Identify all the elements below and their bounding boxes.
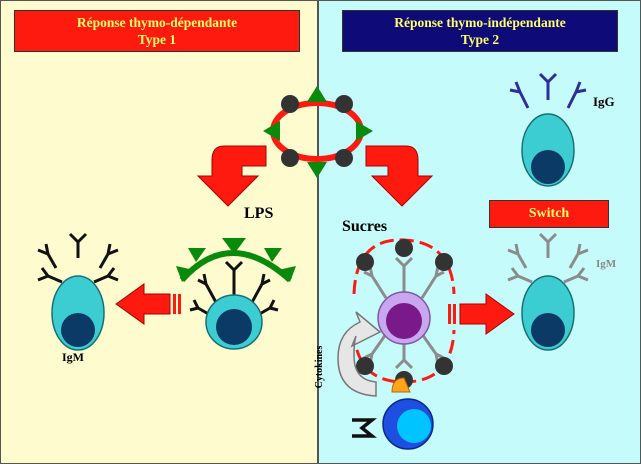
- epitope-ball: [281, 149, 299, 167]
- right-panel-title: Réponse thymo-indépendante Type 2: [342, 10, 618, 52]
- lps-b-cell: [176, 238, 296, 350]
- right-title-line1: Réponse thymo-indépendante: [394, 15, 566, 30]
- epitope-ball: [356, 253, 374, 271]
- epitope-ball: [395, 239, 413, 257]
- cytokines-curved-arrow: [337, 311, 382, 397]
- igg-b-cell: [509, 72, 587, 187]
- polysaccharide-b-cell: [352, 238, 456, 389]
- arrow-to-igm: [115, 283, 171, 325]
- t-helper-cell: [352, 377, 434, 450]
- epitope-ball: [335, 95, 353, 113]
- switch-label: Switch: [489, 200, 609, 228]
- lps-triangle-top: [307, 86, 327, 102]
- epitope-ball: [281, 95, 299, 113]
- sucres-label: Sucres: [342, 218, 388, 235]
- lps-arc: [179, 250, 293, 283]
- epitope-ball: [435, 357, 453, 375]
- arrow-tail-stripe: [448, 304, 451, 324]
- antigen-ring-top: [263, 86, 373, 178]
- orange-receptor: [391, 377, 411, 393]
- left-panel-thymo-dependent: [0, 0, 318, 464]
- igg-label: IgG: [593, 94, 615, 109]
- epitope-ball: [435, 253, 453, 271]
- lps-label: LPS: [244, 205, 274, 222]
- arrow-tail-stripe: [453, 304, 456, 324]
- igm-label-right: IgM: [596, 258, 617, 270]
- lps-triangle-right: [356, 121, 373, 141]
- right-title-line2: Type 2: [460, 32, 500, 47]
- igm-b-cell: [37, 232, 119, 351]
- left-panel-title: Réponse thymo-dépendante Type 1: [14, 10, 300, 52]
- arrow-tail-stripe: [178, 294, 181, 314]
- igm-label-left: IgM: [62, 350, 84, 364]
- igm-gray-antibodies: [507, 232, 589, 284]
- igm-b-cell-right: [507, 232, 589, 351]
- epitope-ball: [335, 149, 353, 167]
- left-title-line2: Type 1: [137, 32, 177, 47]
- epitope-ball: [356, 357, 374, 375]
- igm-antibodies: [37, 232, 119, 284]
- arrow-tail-stripe: [173, 294, 176, 314]
- cytokines-label: Cytokines: [314, 345, 325, 389]
- arrow-to-igm-right: [459, 293, 515, 335]
- curved-arrow-right: [365, 145, 434, 207]
- curved-arrow-left: [196, 145, 267, 207]
- igg-antibodies: [509, 72, 587, 109]
- lps-triangle-bottom: [307, 162, 327, 178]
- left-title-line1: Réponse thymo-dépendante: [76, 15, 238, 30]
- mhc-receptor: [352, 418, 377, 438]
- bcr-antibodies: [189, 260, 279, 318]
- lps-triangle-left: [263, 121, 280, 141]
